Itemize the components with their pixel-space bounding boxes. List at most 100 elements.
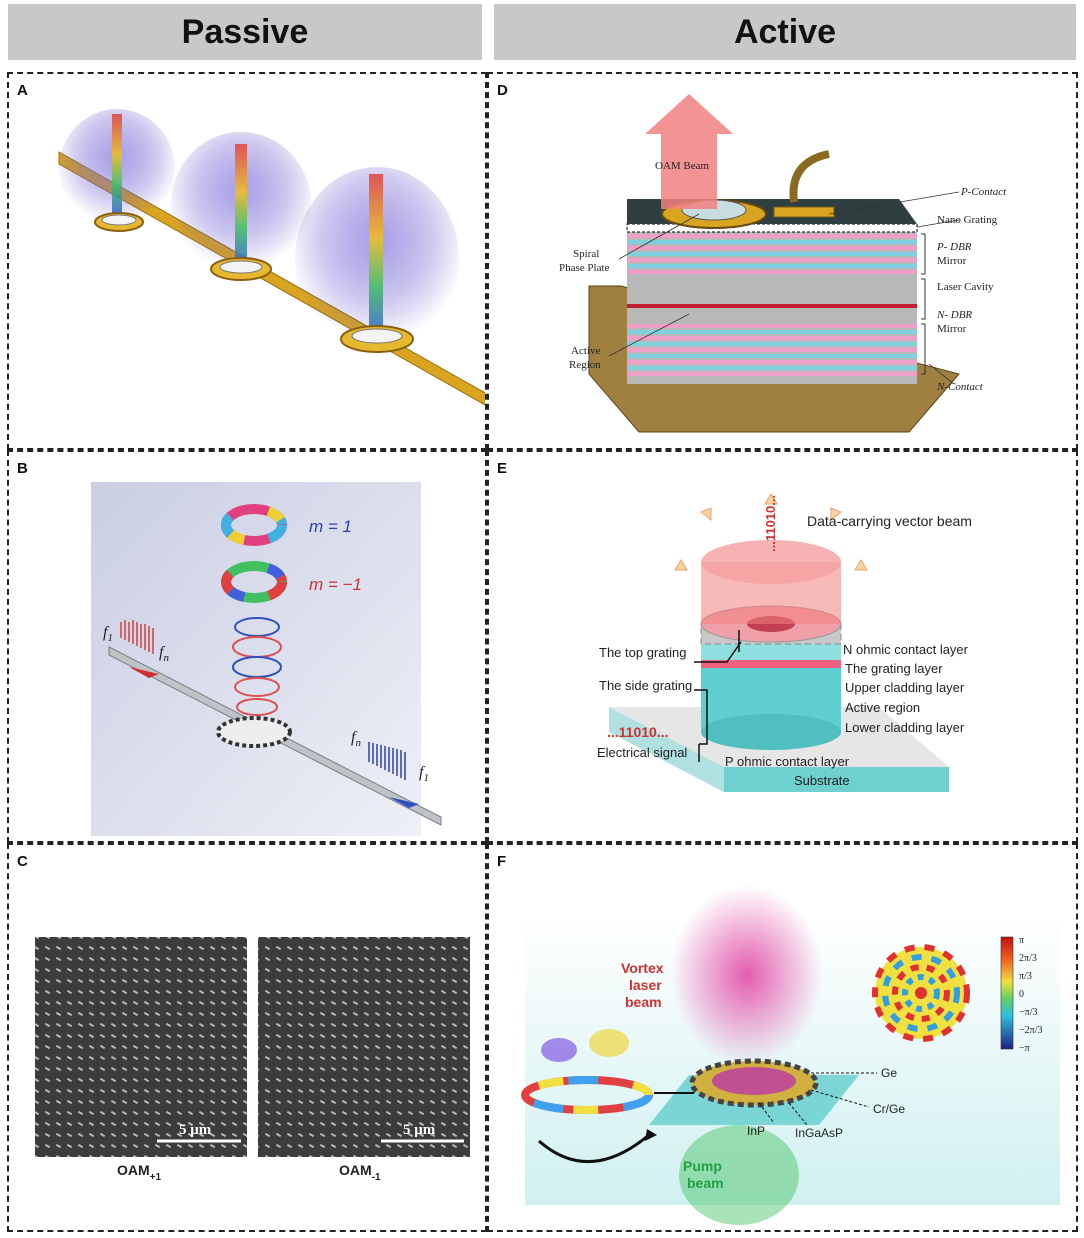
label-upper-cladding: Upper cladding layer xyxy=(845,680,965,695)
colorbar-ticks: π2π/3π/30−π/3−2π/3−π xyxy=(1019,935,1042,1054)
label-active-region: Active region xyxy=(845,700,920,715)
output-spectrum xyxy=(368,742,406,780)
label-inp: InP xyxy=(747,1124,765,1138)
label-active: Active xyxy=(571,345,600,357)
active-header: Active xyxy=(494,4,1076,60)
label-side-grating: The side grating xyxy=(599,678,692,693)
panel-b-label: B xyxy=(17,460,28,477)
phase-colorbar xyxy=(1000,936,1014,1050)
label-ge: Ge xyxy=(881,1066,897,1080)
mode-ring-positive xyxy=(221,504,287,546)
label-oam-plus-sub: +1 xyxy=(150,1172,162,1183)
svg-text:OAM+1: OAM+1 xyxy=(117,1162,162,1183)
label-lower-cladding: Lower cladding layer xyxy=(845,720,965,735)
colorbar-tick-label: 0 xyxy=(1019,989,1024,1000)
panel-e-label: E xyxy=(497,460,508,477)
panel-c-illustration: 5 μm 5 μm OAM+1 OAM-1 xyxy=(35,937,470,1183)
panel-a-label: A xyxy=(17,82,28,99)
label-p-dbr: P- DBR xyxy=(936,241,972,253)
svg-text:fn: fn xyxy=(351,729,361,749)
scale-label-left: 5 μm xyxy=(179,1122,212,1138)
label-fn-input-sub: n xyxy=(163,652,169,664)
label-nano-grating: Nano Grating xyxy=(937,214,998,226)
label-fn-output-sub: n xyxy=(355,737,361,749)
svg-text:OAM-1: OAM-1 xyxy=(339,1162,381,1183)
panel-f-illustration: π2π/3π/30−π/3−2π/3−π Vortex laser beam P… xyxy=(521,885,1060,1225)
oam-beam-2 xyxy=(171,132,311,281)
label-pump-beam: beam xyxy=(687,1175,724,1191)
oam-beam-3 xyxy=(295,167,459,353)
label-n-contact: N-Contact xyxy=(936,381,984,393)
label-grating-layer: The grating layer xyxy=(845,661,943,676)
label-oam-minus-sub: -1 xyxy=(372,1172,381,1183)
panel-f-label: F xyxy=(497,853,507,870)
svg-text:fn: fn xyxy=(159,644,169,664)
panel-d-illustration: OAM Beam P-Contact Nano Grating P- DBR M… xyxy=(559,94,1007,433)
input-arrow xyxy=(129,667,159,678)
panel-b: B m = 1 m = −1 xyxy=(7,450,487,843)
label-fn-input: f xyxy=(159,644,166,661)
output-arrow xyxy=(389,797,419,808)
label-bits-horizontal: ...11010... xyxy=(607,724,669,740)
panel-d: D xyxy=(487,72,1078,450)
label-n-dbr-mirror: Mirror xyxy=(937,323,967,335)
oam-beam-arrow xyxy=(645,94,733,209)
dbr-stack xyxy=(626,223,918,384)
label-p-contact: P-Contact xyxy=(960,186,1007,198)
label-p-ohmic: P ohmic contact layer xyxy=(725,754,850,769)
label-oam-plus: OAM xyxy=(117,1162,150,1178)
label-substrate: Substrate xyxy=(794,773,850,788)
colorbar-tick-label: 2π/3 xyxy=(1019,953,1037,964)
label-cr-ge: Cr/Ge xyxy=(873,1102,905,1116)
sem-image-left xyxy=(35,937,247,1157)
bond-wire xyxy=(789,150,830,203)
label-spiral: Spiral xyxy=(573,248,599,260)
sem-image-right xyxy=(258,937,470,1157)
p-contact-pad xyxy=(773,206,835,218)
panel-a-illustration xyxy=(58,109,485,406)
upper-cladding xyxy=(701,642,841,660)
label-laser: laser xyxy=(629,977,662,993)
label-oam-minus: OAM xyxy=(339,1162,372,1178)
vortex-beam xyxy=(671,885,823,1065)
panel-f: F xyxy=(487,843,1078,1232)
label-f1-output-sub: 1 xyxy=(423,772,429,784)
label-top-grating: The top grating xyxy=(599,645,686,660)
label-m-positive: m = 1 xyxy=(309,517,352,536)
panel-e: E Substrate ...11010... Data-carrying ve… xyxy=(487,450,1078,843)
label-p-dbr-mirror: Mirror xyxy=(937,255,967,267)
label-n-ohmic: N ohmic contact layer xyxy=(843,642,969,657)
colorbar-tick-label: −2π/3 xyxy=(1019,1025,1042,1036)
label-data-carrying-beam: Data-carrying vector beam xyxy=(807,513,972,529)
input-spectrum xyxy=(120,620,154,654)
oam-beam-1 xyxy=(59,109,175,232)
pump-beam xyxy=(679,1125,799,1225)
spiral-phase-map xyxy=(872,944,970,1042)
label-spiral-phase-plate: Phase Plate xyxy=(559,262,610,274)
label-active-region: Region xyxy=(569,359,601,371)
svg-text:f1: f1 xyxy=(419,764,429,784)
helix-field xyxy=(232,617,282,716)
passive-header: Passive xyxy=(8,4,482,60)
label-electrical-signal: Electrical signal xyxy=(597,745,687,760)
substrate-front xyxy=(609,707,724,792)
panel-c-label: C xyxy=(17,853,28,870)
svg-text:f1: f1 xyxy=(103,624,113,644)
label-n-dbr: N- DBR xyxy=(936,309,972,321)
label-oam-beam: OAM Beam xyxy=(655,160,710,172)
label-f1-input-sub: 1 xyxy=(107,632,113,644)
ring-resonator xyxy=(216,716,292,748)
label-laser-cavity: Laser Cavity xyxy=(937,281,994,293)
scale-label-right: 5 μm xyxy=(403,1122,436,1138)
colorbar-tick-label: π xyxy=(1019,935,1024,946)
panel-e-illustration: Substrate ...11010... Data-carrying vect… xyxy=(597,493,972,792)
active-region-band xyxy=(701,660,841,668)
panel-c: C 5 μm 5 μm OAM+1 OAM-1 xyxy=(7,843,487,1232)
colorbar-tick-label: −π xyxy=(1019,1043,1030,1054)
rotation-arrow xyxy=(538,1133,650,1163)
label-pump: Pump xyxy=(683,1158,722,1174)
panel-b-illustration: m = 1 m = −1 f1 fn fn f1 xyxy=(91,482,442,836)
mode-ring-negative xyxy=(221,561,287,603)
label-bits-vertical: ...11010... xyxy=(763,495,778,552)
label-m-negative: m = −1 xyxy=(309,575,362,594)
